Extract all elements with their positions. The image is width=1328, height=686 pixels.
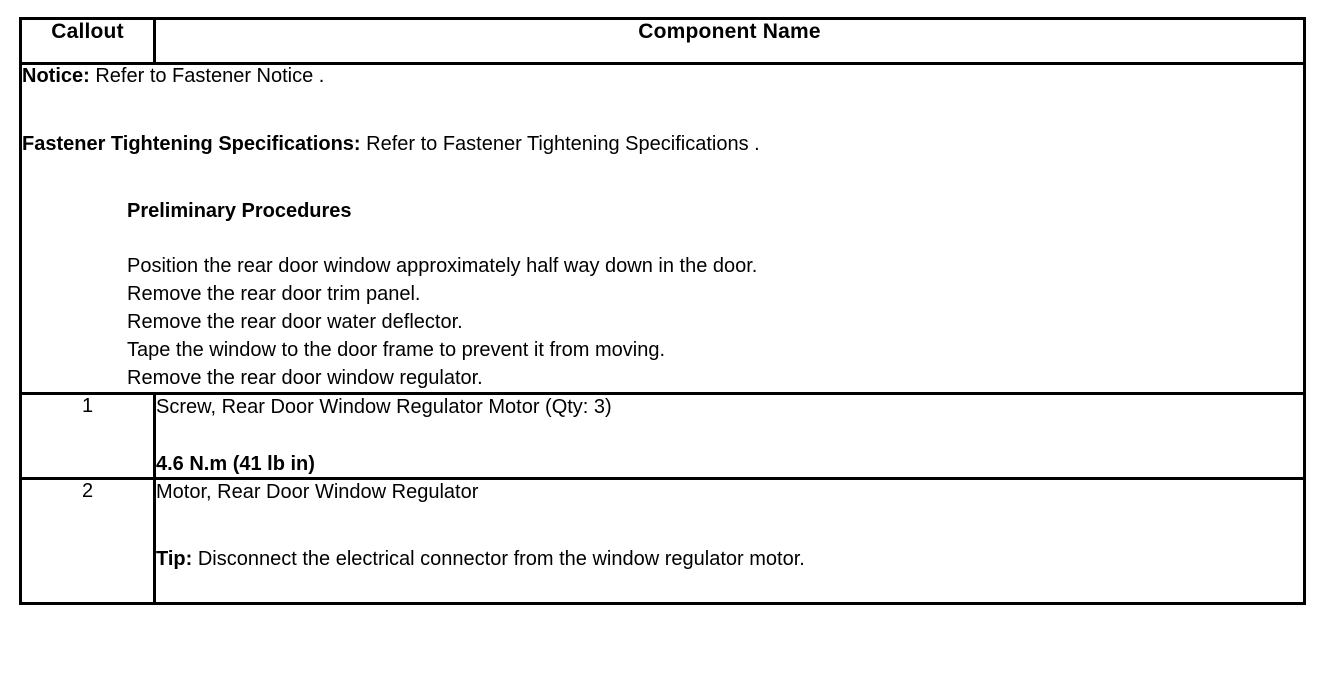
torque-spec-value: 4.6 N.m (41 lb in) xyxy=(156,453,315,475)
notice-cell: Notice: Refer to Fastener Notice . Faste… xyxy=(19,62,1306,395)
preliminary-procedures-list: Position the rear door window approximat… xyxy=(127,252,1303,392)
spacer-before-torque xyxy=(156,420,1303,452)
column-header-component-name: Component Name xyxy=(153,17,1306,65)
tip-label: Tip: xyxy=(156,548,193,570)
component-cell: Motor, Rear Door Window Regulator Tip: D… xyxy=(153,477,1306,605)
preliminary-procedures-heading: Preliminary Procedures xyxy=(127,200,352,222)
table-header-row: Callout Component Name xyxy=(19,17,1306,65)
fastener-spec-text: Refer to Fastener Tightening Specificati… xyxy=(360,133,760,155)
component-callout-table: Callout Component Name Notice: Refer to … xyxy=(19,17,1306,605)
spacer-after-notice xyxy=(22,88,1303,133)
spacer-after-preliminary-heading xyxy=(22,223,1303,252)
table-row: 1 Screw, Rear Door Window Regulator Moto… xyxy=(19,392,1306,480)
list-item: Tape the window to the door frame to pre… xyxy=(127,339,666,361)
callout-number: 2 xyxy=(19,477,156,605)
callout-number: 1 xyxy=(19,392,156,480)
component-name-text: Screw, Rear Door Window Regulator Motor … xyxy=(156,396,612,418)
table-row: 2 Motor, Rear Door Window Regulator Tip:… xyxy=(19,477,1306,605)
notice-text: Refer to Fastener Notice . xyxy=(89,65,325,87)
list-item: Position the rear door window approximat… xyxy=(127,255,758,277)
component-name-text: Motor, Rear Door Window Regulator xyxy=(156,481,479,503)
spacer-after-tip xyxy=(156,572,1303,602)
list-item: Remove the rear door window regulator. xyxy=(127,367,483,389)
tip-text: Disconnect the electrical connector from… xyxy=(192,548,805,570)
fastener-spec-line: Fastener Tightening Specifications: Refe… xyxy=(22,133,1303,156)
list-item: Remove the rear door trim panel. xyxy=(127,283,421,305)
notice-label: Notice: xyxy=(22,65,90,87)
spacer-before-tip xyxy=(156,505,1303,547)
notice-line: Notice: Refer to Fastener Notice . xyxy=(22,65,1303,88)
list-item: Remove the rear door water deflector. xyxy=(127,311,463,333)
notice-row: Notice: Refer to Fastener Notice . Faste… xyxy=(19,62,1306,395)
fastener-spec-label: Fastener Tightening Specifications: xyxy=(22,133,361,155)
spacer-before-preliminary xyxy=(22,156,1303,200)
component-cell: Screw, Rear Door Window Regulator Motor … xyxy=(153,392,1306,480)
tip-line: Tip: Disconnect the electrical connector… xyxy=(156,547,1303,572)
column-header-callout: Callout xyxy=(19,17,156,65)
